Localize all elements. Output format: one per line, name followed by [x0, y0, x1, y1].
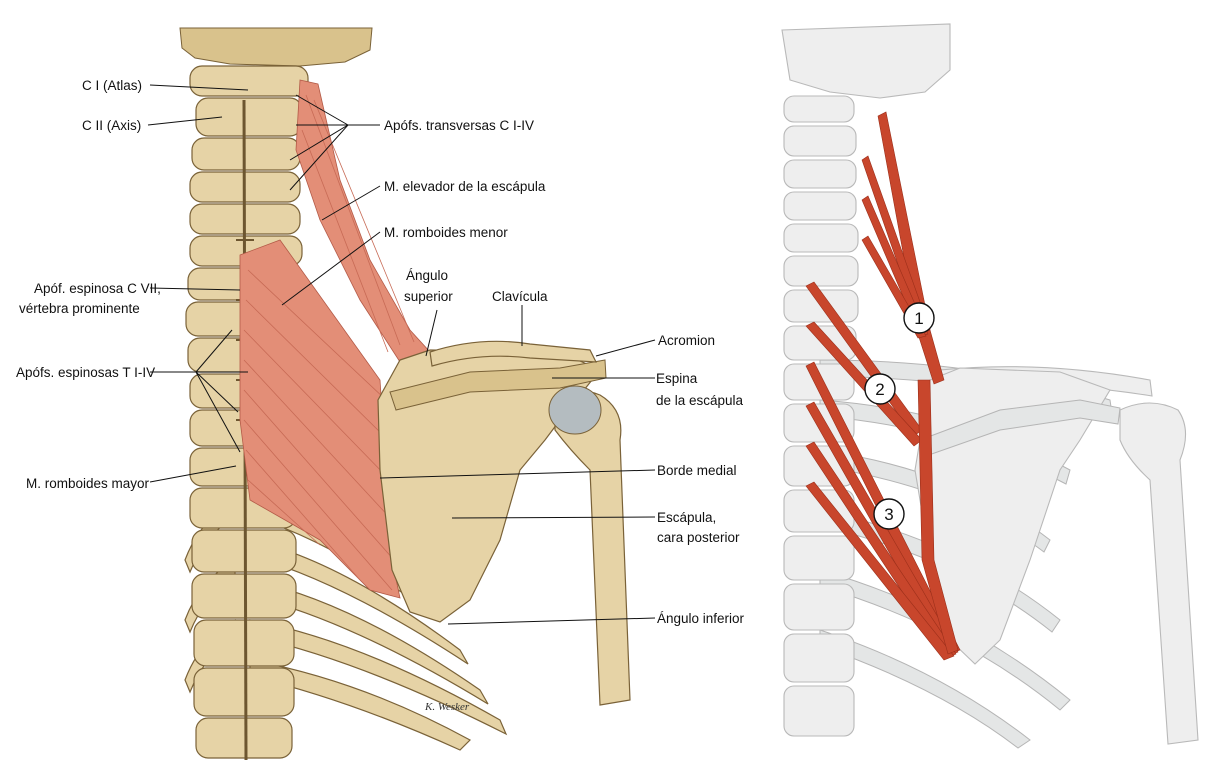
ghost-scapular-spine	[919, 399, 1121, 457]
label-thoracic-spinous: Apófs. espinosas T I-IV	[16, 365, 155, 380]
label-c2-axis: C II (Axis)	[82, 118, 141, 133]
label-c1-atlas: C I (Atlas)	[82, 78, 142, 93]
artist-signature: K. Wesker	[424, 701, 470, 713]
leader-lines	[147, 84, 656, 625]
label-medial-border: Borde medial	[657, 463, 737, 478]
label-levator-scapulae: M. elevador de la escápula	[384, 179, 546, 194]
label-superior-angle-line1: Ángulo	[406, 268, 448, 283]
glenoid-cartilage	[548, 385, 602, 435]
svg-text:1: 1	[914, 309, 923, 328]
label-scapular-spine-line2: de la escápula	[656, 393, 744, 408]
label-c7-spinous-line2: vértebra prominente	[19, 301, 140, 316]
label-c7-spinous-line1: Apóf. espinosa C VII,	[34, 281, 161, 296]
label-transverse-processes: Apófs. transversas C I-IV	[384, 118, 534, 133]
structure-labels: C I (Atlas) C II (Axis) Apófs. transvers…	[16, 78, 745, 626]
left-anatomical-figure: K. Wesker C I	[16, 27, 745, 760]
label-acromion: Acromion	[658, 333, 715, 348]
label-posterior-surface-line1: Escápula,	[657, 510, 716, 525]
label-posterior-surface-line2: cara posterior	[657, 530, 740, 545]
right-schematic-figure: 1 2 3	[781, 23, 1199, 749]
label-inferior-angle: Ángulo inferior	[657, 611, 745, 626]
label-scapular-spine-line1: Espina	[656, 371, 698, 386]
marker-3: 3	[873, 498, 905, 530]
label-superior-angle-line2: superior	[404, 289, 453, 304]
rhomboid-fibers	[243, 269, 395, 591]
label-clavicle: Clavícula	[492, 289, 548, 304]
marker-1: 1	[903, 302, 935, 334]
levator-fibers	[301, 94, 415, 353]
occipital-bone	[179, 27, 373, 67]
svg-text:2: 2	[875, 380, 884, 399]
humerus-bone	[554, 390, 631, 706]
svg-text:3: 3	[884, 505, 893, 524]
ghost-humerus	[1119, 402, 1199, 745]
marker-2: 2	[864, 373, 896, 405]
ghost-skull	[781, 23, 951, 99]
label-rhomboid-minor: M. romboides menor	[384, 225, 508, 240]
clavicle-bone	[429, 340, 598, 367]
label-rhomboid-major: M. romboides mayor	[26, 476, 150, 491]
